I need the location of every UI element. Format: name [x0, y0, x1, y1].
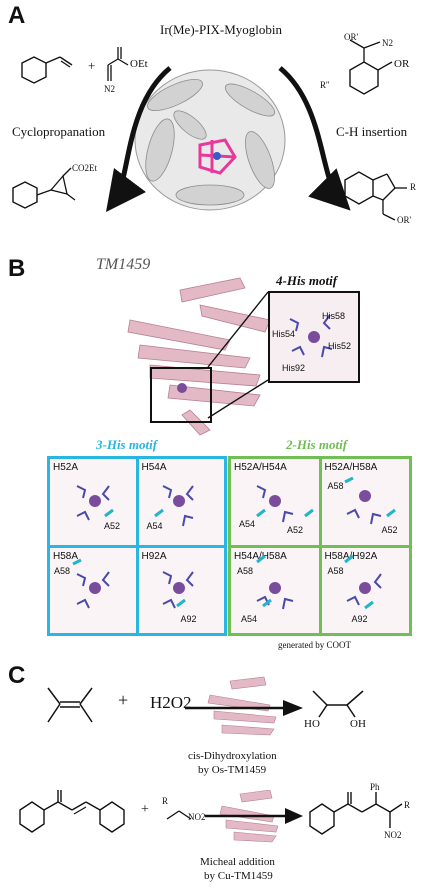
- four-his-title: 4-His motif: [276, 273, 338, 288]
- plus-c1: +: [118, 690, 129, 710]
- zoom-region-box: [150, 367, 212, 423]
- enzyme-label: Ir(Me)-PIX-Myoglobin: [160, 22, 283, 37]
- cell-mutant-name: H52A: [53, 462, 79, 473]
- three-his-title: 3-His motif: [96, 437, 158, 452]
- cell-mutant-name: H52A/H54A: [234, 462, 287, 473]
- two-his-title: 2-His motif: [286, 437, 348, 452]
- product-r-label: R: [410, 182, 417, 192]
- reaction-arrow-c2: [205, 808, 303, 824]
- reaction-arrow-c1: [185, 700, 303, 716]
- adduct-ph-label: Ph: [370, 782, 380, 792]
- cell-mutant-name: H54A: [141, 462, 167, 473]
- mutant-site-sketches: [72, 476, 396, 610]
- right-n2-label: N2: [382, 38, 393, 48]
- product-r2-label: R'': [329, 178, 339, 188]
- cell-ala1-label: A54: [239, 519, 256, 529]
- nitroalkane-structure: [166, 810, 192, 820]
- reaction1-line1: cis-Dihydroxylation: [188, 750, 277, 762]
- cell-ala-label: A58: [54, 565, 71, 576]
- product-co2et-label: CO2Et: [72, 163, 98, 173]
- adduct-r-label: R: [404, 800, 411, 810]
- cell-ala-label: A54: [146, 521, 163, 531]
- dihydrobenzofuran-product: [344, 171, 407, 221]
- reaction2-line2: by Cu-TM1459: [204, 870, 273, 882]
- reaction1-line2: by Os-TM1459: [198, 764, 267, 776]
- two-his-cell: H54A/H58A A58 A54: [231, 547, 319, 633]
- cell-ala2-label: A52: [287, 525, 304, 535]
- styrene-structure: [21, 56, 73, 84]
- michael-adduct: [309, 792, 403, 835]
- cell-ala-label: A92: [180, 613, 197, 624]
- cell-ala2-label: A54: [241, 613, 258, 624]
- reaction2-line1: Micheal addition: [200, 856, 275, 868]
- plus-a: +: [88, 58, 96, 73]
- product-or2-label: OR': [397, 215, 412, 225]
- cell-mutant-name: H52A/H58A: [324, 462, 378, 473]
- his52-label: His52: [328, 341, 352, 351]
- right-or2-label: OR': [344, 32, 359, 42]
- panel-a-letter: A: [8, 2, 26, 29]
- his92-label: His92: [282, 363, 306, 373]
- credit-label: generated by COOT: [278, 640, 351, 650]
- right-or-label: OR: [394, 58, 410, 70]
- four-his-box: His58 His54 His52 His92: [268, 291, 360, 383]
- his54-label: His54: [272, 329, 296, 339]
- cyclopropane-product: [12, 167, 76, 209]
- h2o2-label: H2O2: [150, 693, 192, 712]
- aryl-diazo-structure: [349, 39, 393, 95]
- enone-structure: [19, 790, 125, 833]
- four-his-site: [289, 314, 333, 358]
- cyclopropanation-label: Cyclopropanation: [12, 124, 106, 139]
- diol-ho-label: HO: [304, 718, 320, 730]
- cell-mutant-name: H58A: [53, 550, 79, 562]
- cell-ala2-label: A92: [351, 613, 368, 624]
- alkene-structure: [47, 687, 93, 723]
- cell-ala2-label: A52: [381, 525, 398, 535]
- diol-product: [312, 690, 364, 718]
- tm1459-small-2: [219, 790, 279, 843]
- myoglobin-structure: [134, 69, 286, 211]
- tm1459-structure: [127, 277, 271, 436]
- cell-mutant-name: H54A/H58A: [234, 550, 287, 562]
- panel-c-letter: C: [8, 662, 26, 689]
- panel-b-letter: B: [8, 255, 26, 282]
- ethyl-diazoacetate-structure: [107, 47, 129, 81]
- ester-label: OEt: [130, 58, 148, 70]
- nitro-r-label: R: [162, 796, 169, 806]
- nitro-group-label: NO2: [188, 812, 206, 822]
- reaction-arrows-a: [106, 66, 351, 213]
- adduct-no2-label: NO2: [384, 830, 402, 840]
- two-his-cell: H52A/H54A A54 A52: [231, 459, 319, 545]
- right-r2-label: R'': [320, 80, 330, 90]
- cell-ala1-label: A58: [237, 565, 254, 576]
- plus-c2: +: [141, 802, 149, 817]
- protein-name: TM1459: [96, 256, 151, 273]
- ch-insertion-label: C-H insertion: [336, 124, 408, 139]
- cell-mutant-name: H92A: [141, 550, 167, 562]
- zoom-lines: [207, 291, 269, 419]
- cell-ala1-label: A58: [327, 565, 344, 576]
- diazo-n2-label: N2: [104, 84, 115, 94]
- cell-ala-label: A52: [104, 521, 121, 531]
- cell-ala1-label: A58: [327, 481, 344, 491]
- his58-label: His58: [322, 311, 346, 321]
- diol-oh-label: OH: [350, 718, 366, 730]
